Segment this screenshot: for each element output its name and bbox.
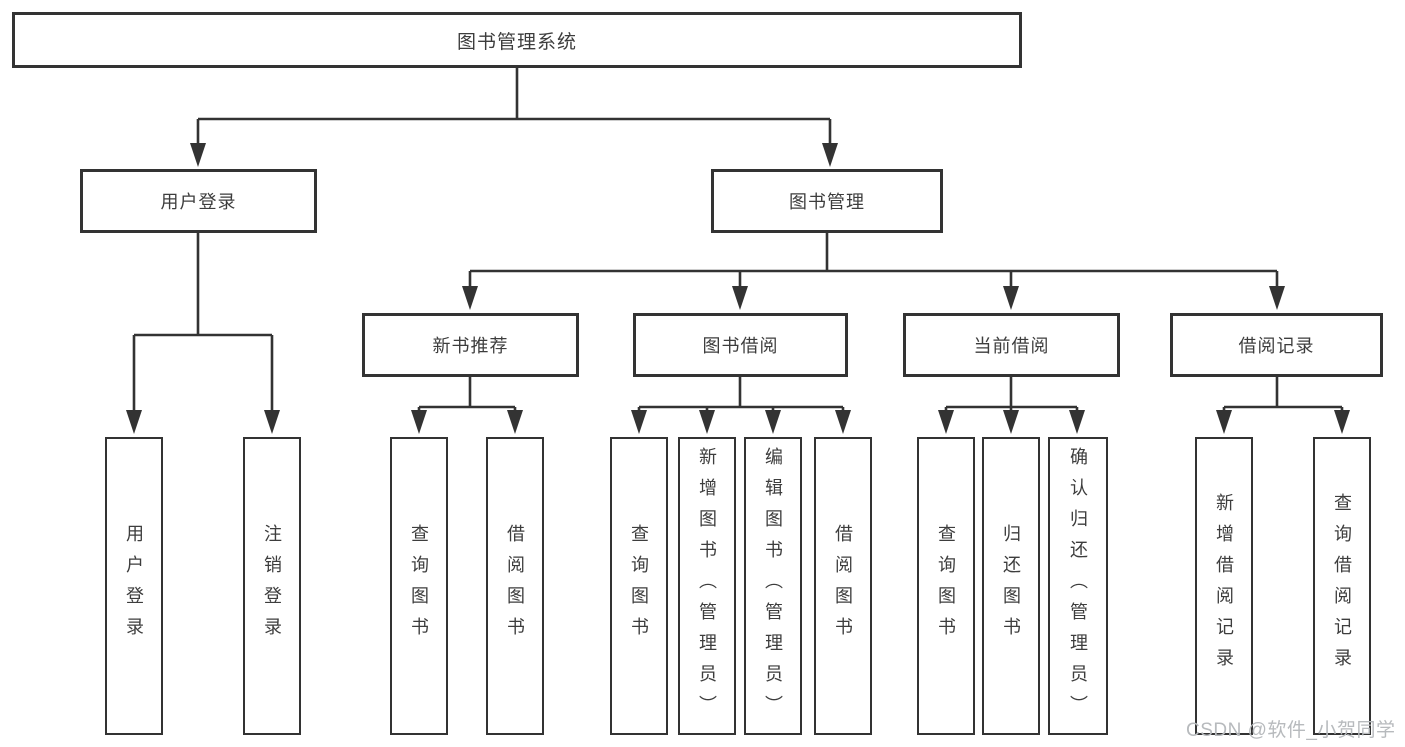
leaf-label: 查询图书 (629, 524, 649, 648)
connector-bookborrow-to-leaves (637, 376, 845, 413)
node-book-borrow: 图书借阅 (633, 313, 848, 377)
leaf-label: 查询图书 (936, 524, 956, 648)
csdn-watermark: CSDN @软件_小贺同学 (1186, 720, 1396, 741)
leaf-newbook-query-books: 查询图书 (390, 437, 448, 735)
connector-root-to-level2 (196, 67, 832, 148)
leaf-label: 查询借阅记录 (1332, 493, 1352, 679)
leaf-user-login: 用户登录 (105, 437, 163, 735)
connector-bookmgmt-to-level3 (468, 231, 1279, 290)
leaf-current-query-books: 查询图书 (917, 437, 975, 735)
connector-borrowrecord-to-leaves (1222, 376, 1344, 413)
leaf-borrow-edit-books-admin: 编辑图书（管理员） (744, 437, 802, 735)
connector-currentborrow-to-leaves (944, 376, 1079, 413)
leaf-label: 借阅图书 (505, 524, 525, 648)
leaf-label: 归还图书 (1001, 524, 1021, 648)
leaf-borrow-borrow-books: 借阅图书 (814, 437, 872, 735)
leaf-record-add-record: 新增借阅记录 (1195, 437, 1253, 735)
leaf-current-return-books: 归还图书 (982, 437, 1040, 735)
leaf-label: 新增借阅记录 (1214, 493, 1234, 679)
node-user-login: 用户登录 (80, 169, 317, 233)
node-root-system: 图书管理系统 (12, 12, 1022, 68)
node-borrow-record: 借阅记录 (1170, 313, 1383, 377)
node-current-borrow: 当前借阅 (903, 313, 1120, 377)
leaf-newbook-borrow-books: 借阅图书 (486, 437, 544, 735)
connector-userlogin-to-leaves (132, 232, 274, 414)
arrowheads (126, 143, 1350, 434)
leaf-record-query-record: 查询借阅记录 (1313, 437, 1371, 735)
connector-newbook-to-leaves (417, 376, 517, 413)
node-book-management: 图书管理 (711, 169, 943, 233)
leaf-label: 查询图书 (409, 524, 429, 648)
leaf-borrow-add-books-admin: 新增图书（管理员） (678, 437, 736, 735)
leaf-label: 借阅图书 (833, 524, 853, 648)
leaf-label: 注销登录 (262, 524, 282, 648)
leaf-label: 用户登录 (124, 524, 144, 648)
leaf-label: 确认归还（管理员） (1068, 446, 1088, 726)
node-new-book-recommend: 新书推荐 (362, 313, 579, 377)
leaf-borrow-query-books: 查询图书 (610, 437, 668, 735)
leaf-label: 编辑图书（管理员） (763, 446, 783, 726)
leaf-logout: 注销登录 (243, 437, 301, 735)
leaf-label: 新增图书（管理员） (697, 446, 717, 726)
leaf-current-confirm-return-admin: 确认归还（管理员） (1048, 437, 1108, 735)
